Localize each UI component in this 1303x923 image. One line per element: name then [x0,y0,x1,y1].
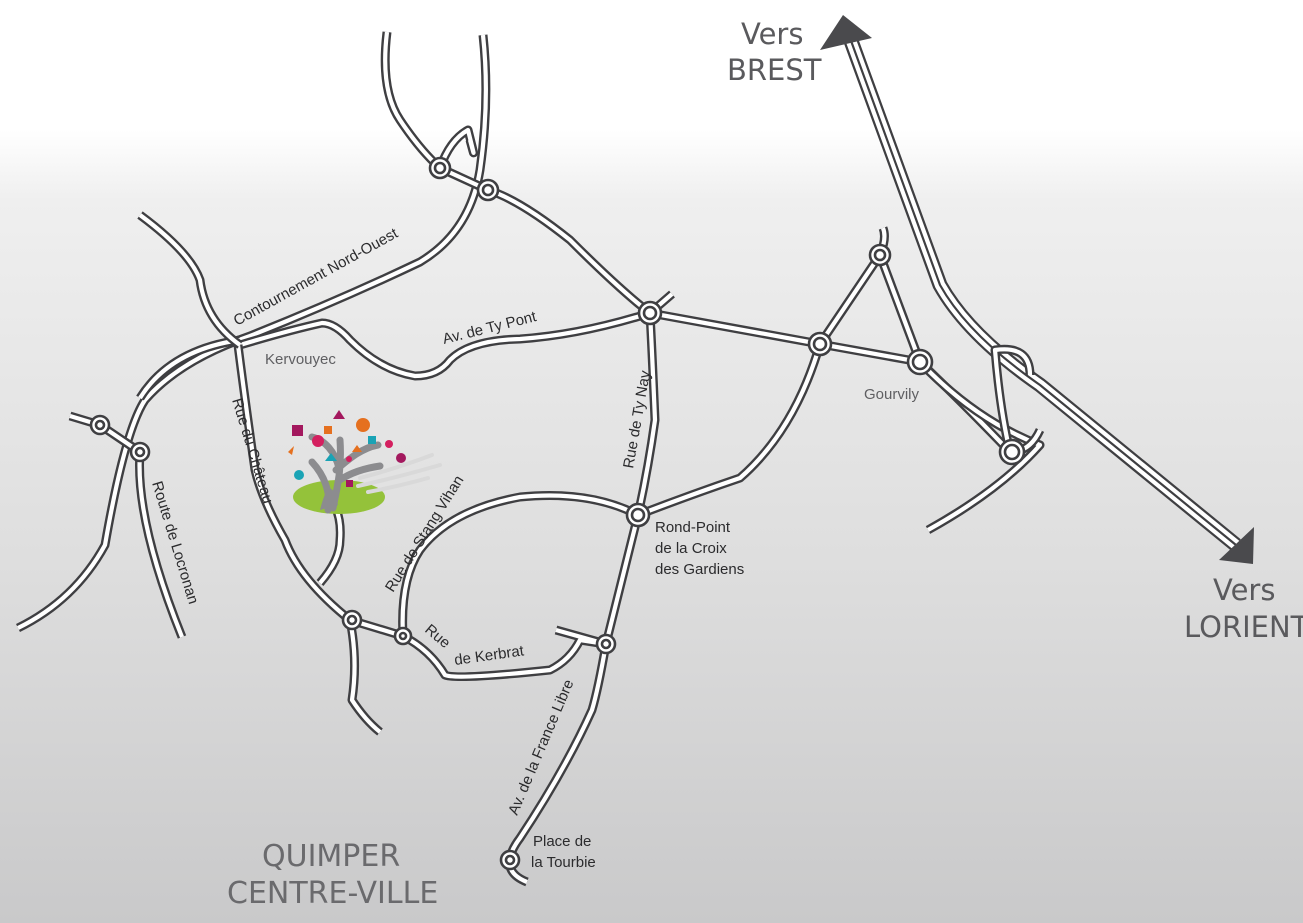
ty-nay-road [633,312,660,516]
tree-logo-icon [288,410,442,514]
north-loop-road [380,31,490,195]
locronan-road [135,451,187,639]
tourbie-label-line1: Place de [533,833,591,850]
place-kervouyec: Kervouyec [265,351,336,368]
gourvily-link [875,253,925,364]
roundabout-locronan [129,441,151,463]
roundabout-chateau [341,609,363,631]
place-gourvily: Gourvily [864,386,920,403]
street-chateau: Rue du Château [228,396,276,505]
brest-exit-ramp [990,344,1035,454]
city-center-line1: QUIMPER [262,839,400,874]
roundabout-france-libre [595,633,617,655]
rond-point-label-line1: Rond-Point [655,519,731,536]
tourbie-label-line2: la Tourbie [531,854,596,871]
roundabout-tourbie [499,849,521,871]
street-contournement: Contournement Nord-Ouest [231,224,402,329]
rond-point-label-line3: des Gardiens [655,561,744,578]
arrow-icon-brest [820,15,872,50]
contournement-west-branch [136,335,241,401]
roundabout-nord-ouest [476,178,500,202]
northwest-road [137,211,243,349]
roundabout-highway-exit [998,438,1026,466]
road-network [16,31,1045,887]
chateau-road [233,344,383,736]
ty-pont-avenue [238,308,652,381]
kerfeunteun-link [486,185,675,318]
city-center-line2: CENTRE-VILLE [227,876,438,911]
roundabout-kerbrat [393,626,413,646]
croix-france-libre [505,513,643,887]
highway-n165 [842,35,1241,551]
croix-gardiens-east [636,342,825,520]
street-stang-vihan: Rue de Stang Vihan [382,472,467,595]
lorient-direction-line1: Vers [1213,573,1275,607]
arrow-icon-lorient [1219,527,1254,564]
roundabout-west [89,414,111,436]
roundabout-croix-des-gardiens [625,502,651,528]
contournement-road [16,34,491,633]
roundabout-ty-pont [637,300,663,326]
rue-roundabout-east [649,308,821,349]
lorient-direction-line2: LORIENT [1184,610,1303,644]
street-locronan: Route de Locronan [148,479,202,606]
roundabout-gourvily [906,348,934,376]
stang-vihan-road [398,491,641,637]
roundabout-east [807,331,833,357]
gourvily-east [916,358,1045,534]
roundabout-north-loop [428,156,452,180]
brest-direction-line2: BREST [727,53,822,87]
street-kerbrat-name: de Kerbrat [453,642,526,669]
rond-point-label-line2: de la Croix [655,540,727,557]
roundabouts [89,156,1026,871]
brest-direction-line1: Vers [741,17,803,51]
roundabout-gourvily-north [868,243,892,267]
kerbrat-road [400,625,611,682]
north-loop-ramp [435,125,478,170]
